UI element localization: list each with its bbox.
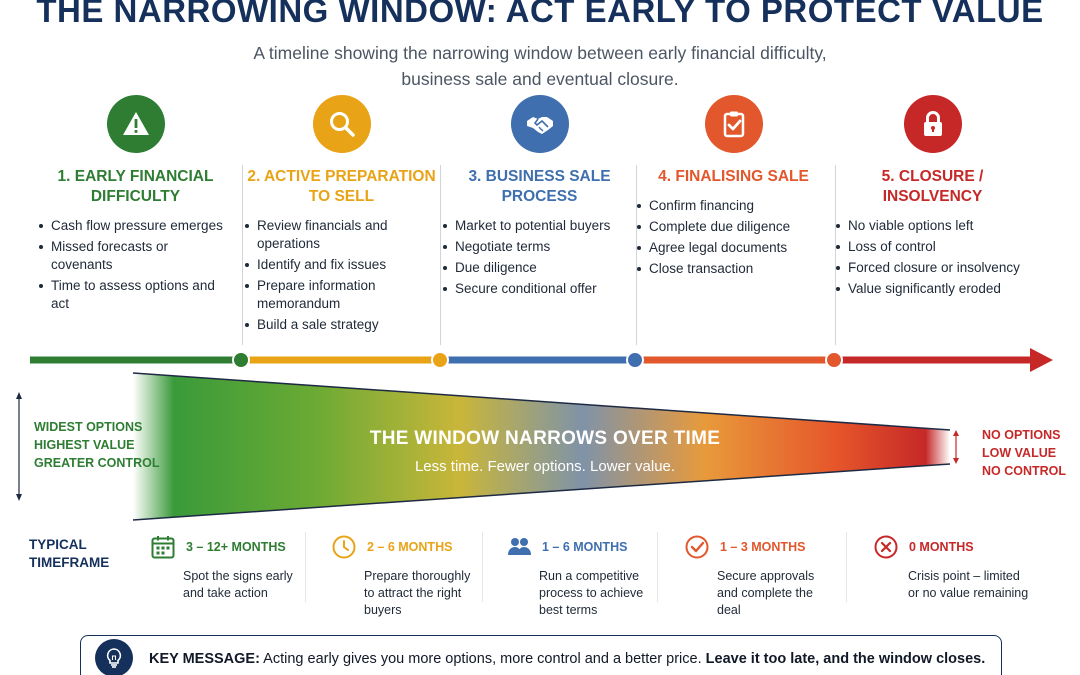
timeframe-divider xyxy=(482,532,483,602)
timeline-arrow xyxy=(30,348,1053,372)
stage-divider xyxy=(636,165,637,345)
timeline-marker xyxy=(232,351,250,369)
stage-bullet: Negotiate terms xyxy=(442,238,637,256)
timeframe-item: 1 – 6 MONTHS Run a competitive process t… xyxy=(506,534,686,619)
timeframe-desc: Crisis point – limited or no value remai… xyxy=(908,569,1029,600)
funnel-title: THE WINDOW NARROWS OVER TIME xyxy=(369,428,721,449)
stage-divider xyxy=(242,165,243,345)
timeframe-desc: Secure approvals and complete the deal xyxy=(717,569,815,617)
stage-title: 1. EARLY FINANCIAL DIFFICULTY xyxy=(57,168,214,205)
lock-icon xyxy=(903,95,962,153)
funnel-subtitle: Less time. Fewer options. Lower value. xyxy=(414,458,676,475)
timeframe-months: 2 – 6 MONTHS xyxy=(367,540,453,554)
stage-bullet: Close transaction xyxy=(636,260,831,278)
funnel-right-labels: NO OPTIONS LOW VALUE NO CONTROL xyxy=(982,426,1066,480)
stage-bullet: Review financials and operations xyxy=(244,217,439,253)
calendar-icon xyxy=(151,536,175,559)
timeframe-desc: Run a competitive process to achieve bes… xyxy=(539,569,644,617)
funnel-right-label: NO CONTROL xyxy=(982,464,1067,478)
timeline-segment-blue xyxy=(440,356,635,364)
timeframe-desc: Spot the signs early and take action xyxy=(183,569,293,600)
handshake-icon xyxy=(510,95,569,153)
stage-bullet: Time to assess options and act xyxy=(38,277,233,313)
stage-early-financial-difficulty: 1. EARLY FINANCIAL DIFFICULTY Cash flow … xyxy=(38,95,233,316)
warning-icon xyxy=(106,95,165,153)
timeline-segment-orange xyxy=(635,356,835,364)
stage-bullet: Forced closure or insolvency xyxy=(835,259,1030,277)
stage-bullet: Loss of control xyxy=(835,238,1030,256)
timeline-marker xyxy=(626,351,644,369)
timeframe-divider xyxy=(657,532,658,602)
key-message-box: KEY MESSAGE: Acting early gives you more… xyxy=(80,635,1002,675)
page-title: THE NARROWING WINDOW: ACT EARLY TO PROTE… xyxy=(36,0,1044,29)
funnel-left-label: GREATER CONTROL xyxy=(34,456,160,470)
timeframe-months: 3 – 12+ MONTHS xyxy=(186,540,286,554)
x-circle-icon xyxy=(874,535,898,559)
timeframe-divider xyxy=(305,532,306,602)
timeline-segment-green xyxy=(30,356,242,364)
timeframe-item: 3 – 12+ MONTHS Spot the signs early and … xyxy=(150,534,330,602)
timeframe-item: 2 – 6 MONTHS Prepare thoroughly to attra… xyxy=(331,534,511,619)
funnel-left-label: WIDEST OPTIONS xyxy=(34,420,143,434)
key-message-text: KEY MESSAGE: Acting early gives you more… xyxy=(149,651,985,667)
stage-bullet: Prepare information memorandum xyxy=(244,277,439,313)
magnifier-icon xyxy=(312,95,371,153)
stage-business-sale-process: 3. BUSINESS SALE PROCESS Market to poten… xyxy=(442,95,637,301)
timeframe-label: TYPICAL TIMEFRAME xyxy=(29,537,110,570)
timeframe-months: 0 MONTHS xyxy=(909,540,974,554)
timeframe-divider xyxy=(846,532,847,602)
timeframe-item: 1 – 3 MONTHS Secure approvals and comple… xyxy=(684,534,864,619)
stage-title: 5. CLOSURE / INSOLVENCY xyxy=(881,168,984,205)
timeframe-months: 1 – 3 MONTHS xyxy=(720,540,806,554)
stage-bullet: No viable options left xyxy=(835,217,1030,235)
timeframe-months: 1 – 6 MONTHS xyxy=(542,540,628,554)
check-circle-icon xyxy=(685,535,709,559)
timeline-marker xyxy=(825,351,843,369)
lightbulb-icon xyxy=(95,639,133,675)
stage-bullet: Value significantly eroded xyxy=(835,280,1030,298)
stage-bullet: Complete due diligence xyxy=(636,218,831,236)
stage-title: 4. FINALISING SALE xyxy=(658,168,809,185)
key-message-label: KEY MESSAGE: xyxy=(149,651,260,667)
timeframe-item: 0 MONTHS Crisis point – limited or no va… xyxy=(873,534,1053,602)
timeline-marker xyxy=(431,351,449,369)
stage-title: 2. ACTIVE PREPARATION TO SELL xyxy=(247,168,436,205)
stage-bullet: Build a sale strategy xyxy=(244,316,439,334)
key-message-body: Acting early gives you more options, mor… xyxy=(263,651,702,667)
funnel-shape xyxy=(133,373,950,520)
stage-finalising-sale: 4. FINALISING SALE Confirm financing Com… xyxy=(636,95,831,281)
clipboard-check-icon xyxy=(704,95,763,153)
stage-closure-insolvency: 5. CLOSURE / INSOLVENCY No viable option… xyxy=(835,95,1030,301)
timeline-segment-red xyxy=(835,356,1033,364)
timeline-segment-amber xyxy=(242,356,440,364)
stage-bullet: Due diligence xyxy=(442,259,637,277)
stage-bullet: Secure conditional offer xyxy=(442,280,637,298)
funnel-right-label: NO OPTIONS xyxy=(982,428,1061,442)
funnel-left-label: HIGHEST VALUE xyxy=(34,438,135,452)
stage-bullet: Confirm financing xyxy=(636,197,831,215)
key-message-emphasis: Leave it too late, and the window closes… xyxy=(705,651,986,667)
stage-title: 3. BUSINESS SALE PROCESS xyxy=(468,168,611,205)
funnel-left-labels: WIDEST OPTIONS HIGHEST VALUE GREATER CON… xyxy=(34,418,159,472)
narrowing-window-funnel xyxy=(16,372,959,521)
stage-bullet: Identify and fix issues xyxy=(244,256,439,274)
stage-bullet: Missed forecasts or covenants xyxy=(38,238,233,274)
stage-divider xyxy=(835,165,836,345)
timeframe-desc: Prepare thoroughly to attract the right … xyxy=(364,569,471,617)
page-subtitle: A timeline showing the narrowing window … xyxy=(253,43,827,89)
timeline-arrowhead xyxy=(1030,348,1053,372)
funnel-right-label: LOW VALUE xyxy=(982,446,1057,460)
stage-bullet: Market to potential buyers xyxy=(442,217,637,235)
stage-active-preparation: 2. ACTIVE PREPARATION TO SELL Review fin… xyxy=(244,95,439,337)
people-icon xyxy=(508,538,531,555)
stage-bullet: Agree legal documents xyxy=(636,239,831,257)
clock-icon xyxy=(332,535,356,559)
stage-bullet: Cash flow pressure emerges xyxy=(38,217,233,235)
stage-divider xyxy=(440,165,441,345)
